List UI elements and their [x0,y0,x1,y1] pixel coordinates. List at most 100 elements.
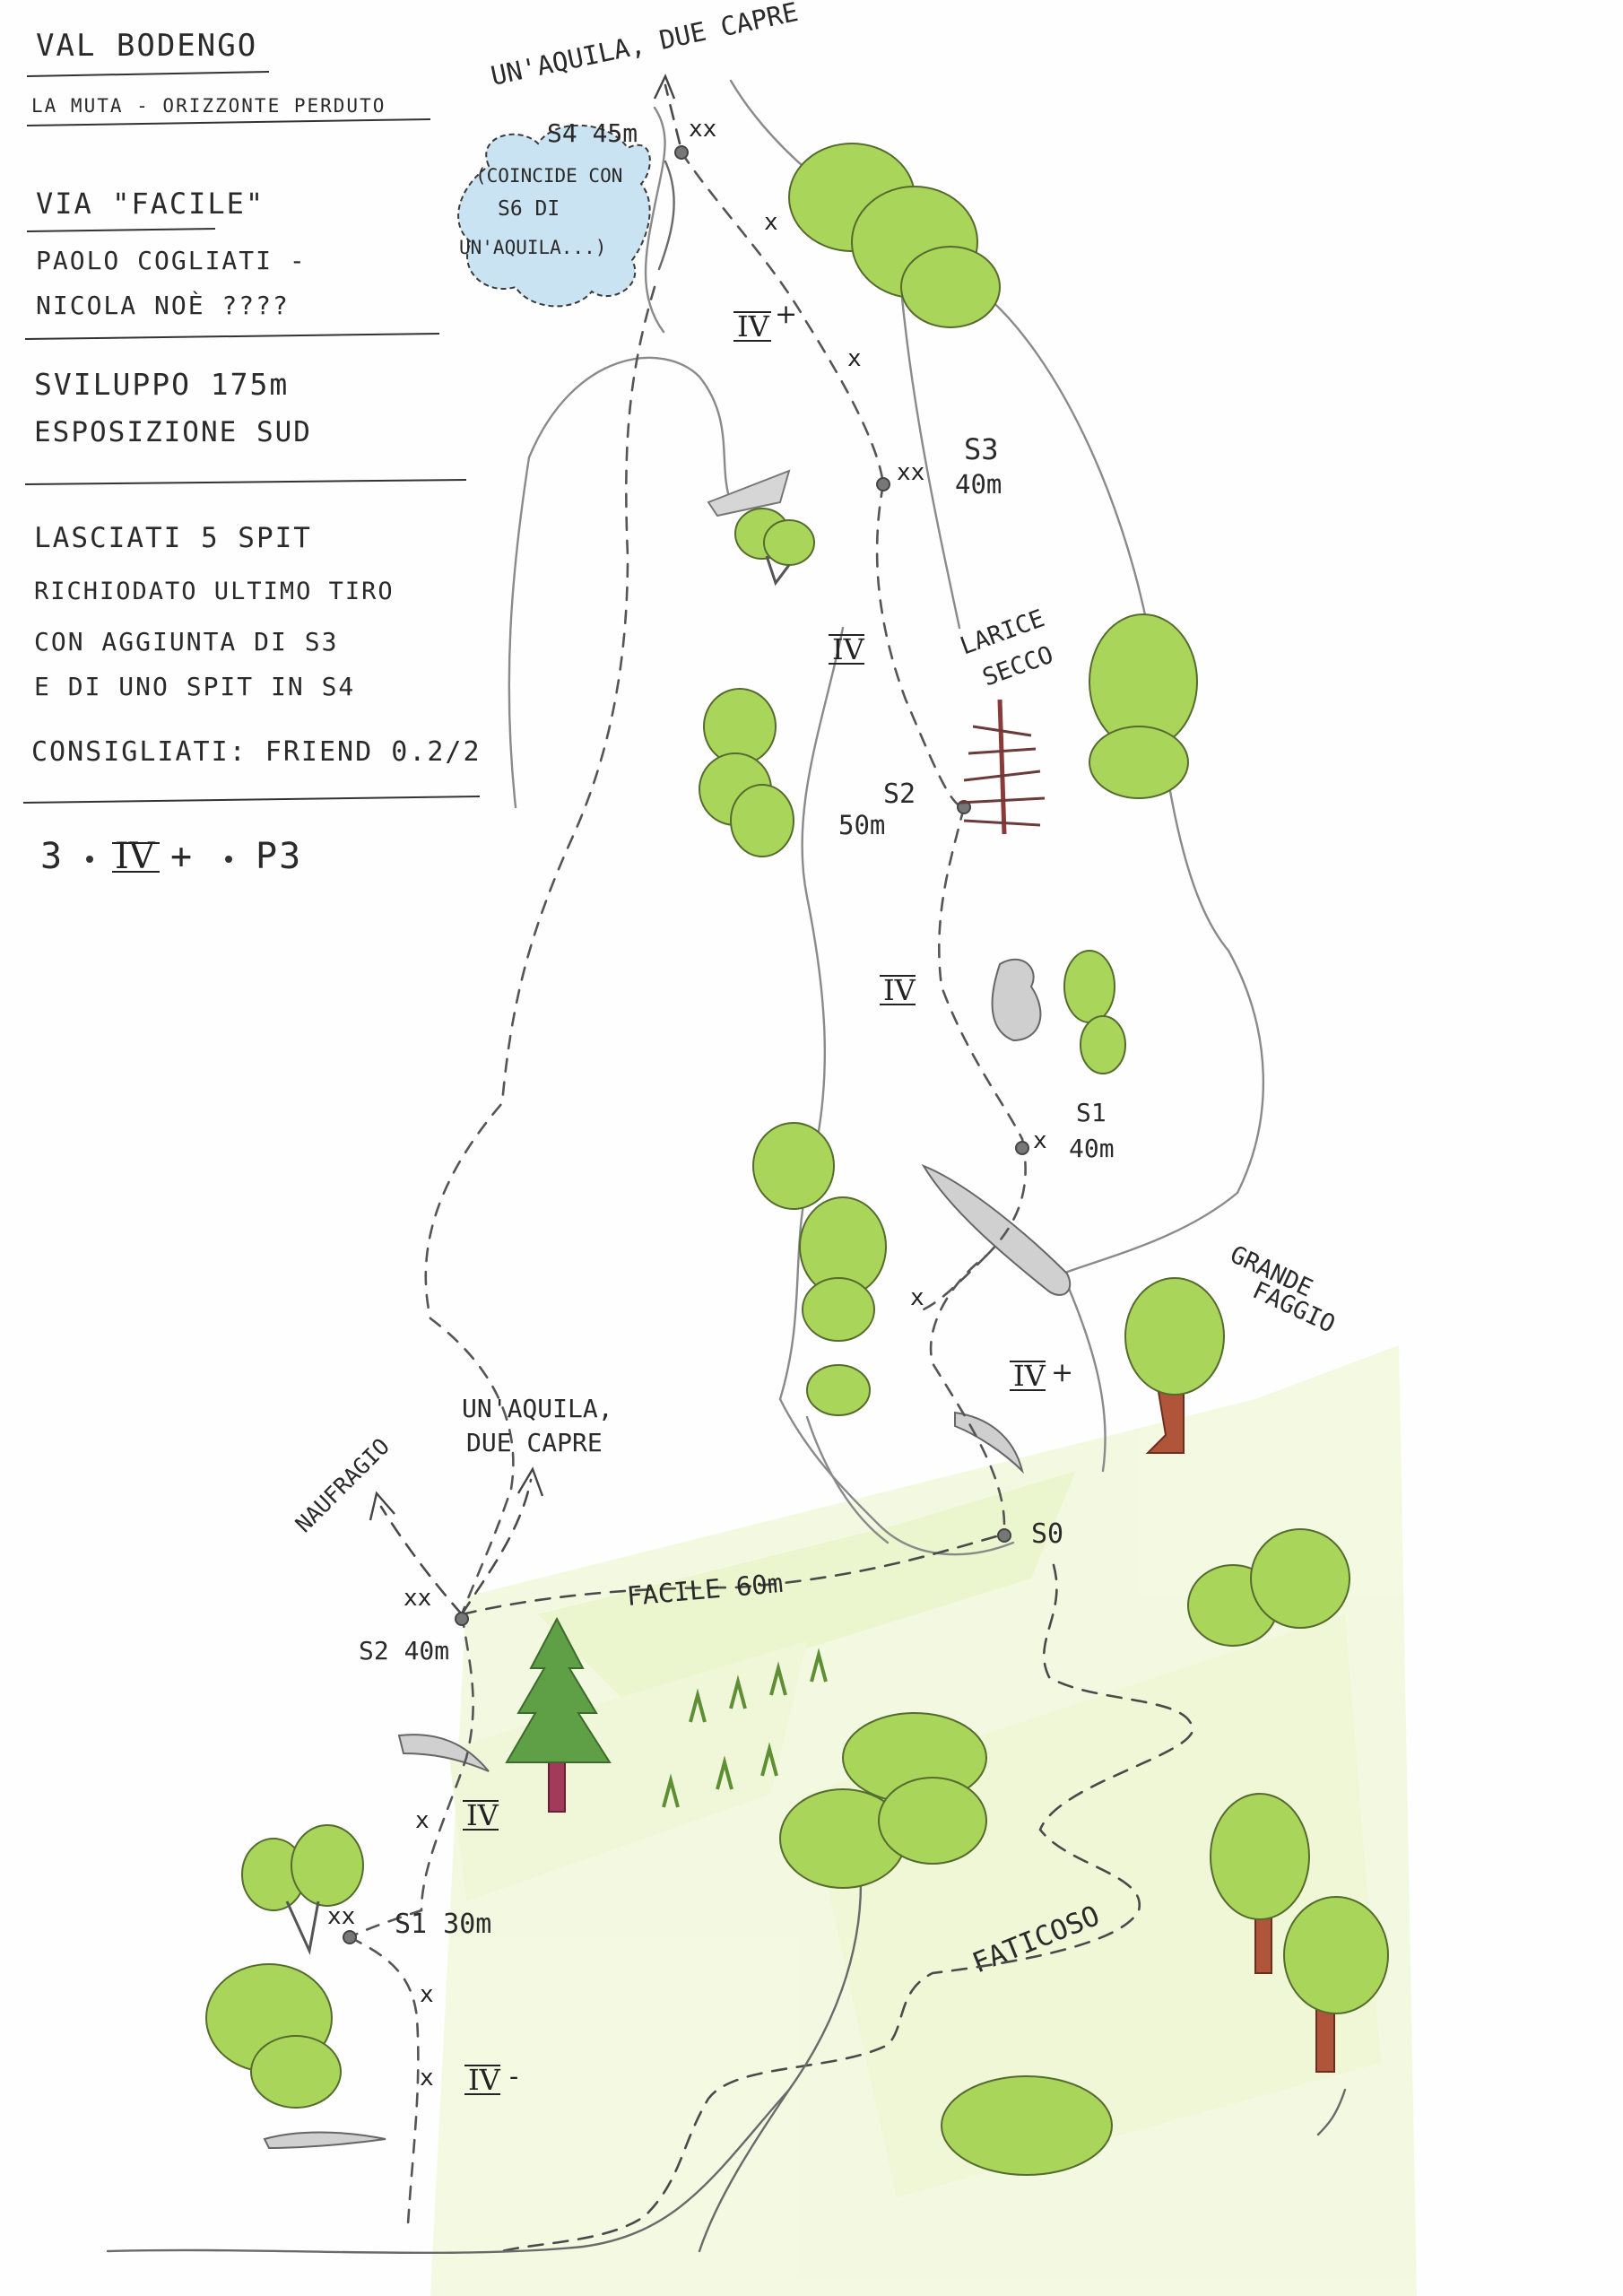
pitch-1-alt-line [922,1254,988,1311]
belay-s2 [957,800,971,814]
note-spit-s4: E DI UNO SPIT IN S4 [34,672,355,701]
tree-cluster-top-right [788,143,1001,328]
left-bolt-s2: xx [404,1585,431,1612]
s1-length: 40m [1069,1134,1115,1163]
valley-title: VAL BODENGO [36,28,257,64]
s1-label: S1 [1076,1098,1107,1127]
main-belays [674,145,1029,1543]
left-pitch-1-line [348,1935,420,2226]
meadow-shrubs [662,1648,828,1808]
left-belays [343,1612,469,1944]
s2-label: S2 [883,778,916,810]
left-bolt-p1-a: x [420,1981,434,2008]
grande-faggio-tree [1124,1277,1225,1454]
route-name: VIA "FACILE" [36,187,265,221]
ridge-left [698,2088,791,2253]
left-grade-pitch-2: IV [463,1798,499,1832]
note-rebolted: RICHIODATO ULTIMO TIRO [34,578,395,605]
rating-pitch-count: 3 [40,836,64,877]
crag-outline [508,79,1264,1556]
crack-top [657,160,675,271]
left-upper-line [424,285,656,1616]
main-route [653,74,1027,1526]
svg-text:IV: IV [737,309,770,344]
tree-pair-meadow [1187,1528,1350,1647]
svg-text:+: + [1051,1357,1073,1388]
left-route [348,285,1002,2226]
main-bolts: xx x x xx x x [689,116,1047,1311]
pitch-2-line [938,805,1024,1141]
naufragio-label: NAUFRAGIO [291,1433,395,1537]
belay-s1 [1015,1141,1029,1155]
flake-mid [991,958,1042,1042]
s0-label: S0 [1031,1518,1063,1550]
sector-title: LA MUTA - ORIZZONTE PERDUTO [31,95,386,117]
flake-big [921,1163,1072,1296]
left-bolt-p1-b: x [420,2065,434,2092]
approach-trail [106,1563,1347,2255]
trees [205,143,1389,2176]
facile-traverse [460,1534,1002,1616]
bolt-p1: x [910,1284,924,1311]
bolt-s3: xx [897,459,924,486]
grade-pitch-4: IV + [733,299,797,344]
svg-text:IV: IV [832,632,865,666]
aquila-label-2: DUE CAPRE [466,1428,603,1457]
cloud-line-1: (COINCIDE CON [475,165,622,187]
grade-pitch-3: IV [829,632,865,666]
left-s1-label: S1 30m [395,1909,491,1940]
belay-s0 [997,1528,1011,1543]
svg-text:IV: IV [466,1798,499,1832]
s4-note-cloud: (COINCIDE CON S6 DI UN'AQUILA...) [457,125,651,308]
info-panel: VAL BODENGO LA MUTA - ORIZZONTE PERDUTO … [22,28,482,877]
left-bolt-p2: x [415,1807,430,1834]
left-grade-pitch-1: IV - [464,2061,518,2097]
cloud-line-3: UN'AQUILA...) [459,237,606,258]
note-gear: CONSIGLIATI: FRIEND 0.2/2 [31,736,482,768]
flake-bottom [263,2131,386,2150]
rating-grade-plus: + [170,836,194,877]
svg-text:IV: IV [883,973,916,1007]
tree-left-large [205,1963,342,2109]
rock-features [263,160,1072,2150]
zigzag-approach [500,1563,1194,2253]
svg-text:IV: IV [1013,1359,1046,1393]
aquila-label-1: UN'AQUILA, [462,1394,613,1423]
bolt-s4: xx [689,116,716,143]
tree-cluster-left-lower [752,1122,887,1416]
left-belay-s2 [455,1612,469,1626]
belay-s3 [876,477,890,491]
rating: 3 IV + P3 [40,836,302,877]
tree-pair-bottom-right [1210,1793,1389,2073]
ground-line [106,1882,863,2255]
bolt-p4-a: x [764,209,778,236]
tree-bottom-center [941,2075,1113,2176]
tree-cluster-left-bottom [241,1824,364,1955]
exit-top-label: UN'AQUILA, DUE CAPRE [488,0,801,91]
tree-right-edge [1089,613,1198,799]
svg-text:+: + [775,299,797,330]
flake-left-lower [397,1734,490,1772]
pine-tree [505,1616,612,1813]
s3-label: S3 [964,432,999,466]
pitch-3-line [875,483,966,809]
main-grades: IV + IV IV IV + [733,299,1073,1393]
grade-pitch-2: IV [880,973,916,1007]
cloud-line-2: S6 DI [498,197,560,221]
rating-protection: P3 [256,836,302,877]
tree-cluster-left-mid [699,688,794,857]
tree-cluster-center [779,1712,987,1889]
svg-text:IV: IV [468,2063,501,2097]
belay-s4 [674,145,689,160]
left-s2-label: S2 40m [359,1636,449,1665]
left-grades: IV IV - [463,1798,518,2097]
bolt-p4-b: x [847,345,862,372]
authors-line-2: NICOLA NOÈ ???? [36,290,290,320]
left-belay-s1 [343,1930,357,1944]
aquila-branch [460,1478,533,1616]
flake-lower [954,1411,1024,1474]
svg-text:-: - [509,2061,518,2092]
authors-line-1: PAOLO COGLIATI - [36,246,307,275]
